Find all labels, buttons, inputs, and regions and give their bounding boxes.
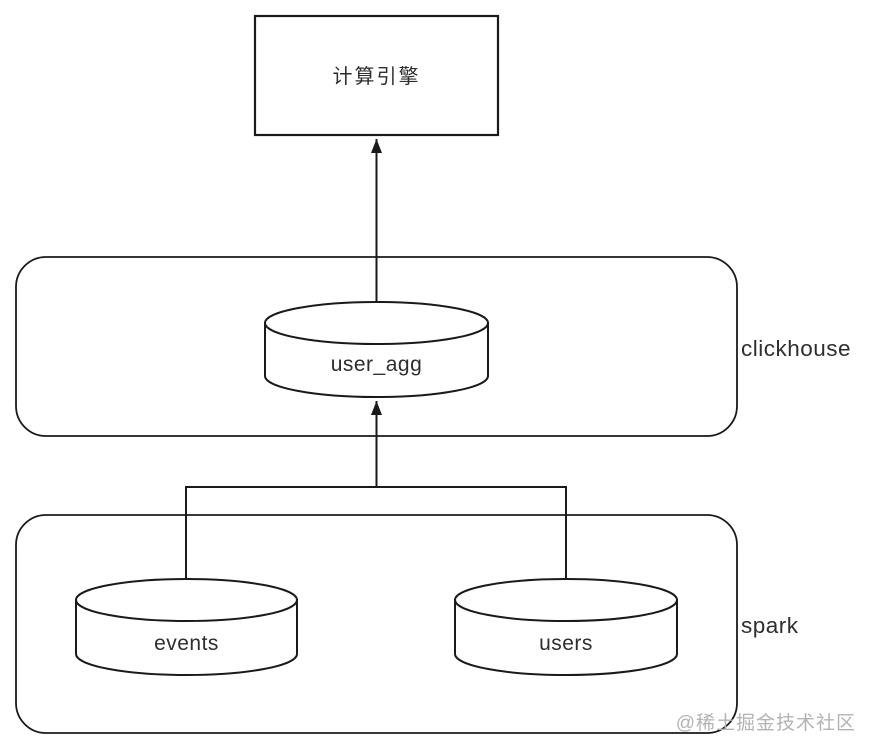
user-agg-cylinder: user_agg	[264, 301, 489, 398]
events-cylinder-top	[75, 578, 298, 622]
users-cylinder-top	[454, 578, 678, 622]
events-label: events	[154, 632, 219, 655]
events-cylinder: events	[75, 578, 298, 676]
user-agg-label: user_agg	[331, 353, 423, 376]
spark-group-box	[15, 514, 738, 734]
user-agg-cylinder-top	[264, 301, 489, 345]
spark-group-label: spark	[741, 613, 799, 638]
compute-engine-box	[253, 14, 500, 137]
clickhouse-group-label: clickhouse	[741, 336, 851, 361]
users-cylinder: users	[454, 578, 678, 676]
users-label: users	[539, 632, 593, 655]
watermark: @稀土掘金技术社区	[676, 712, 856, 734]
compute-engine-label: 计算引擎	[333, 65, 421, 88]
